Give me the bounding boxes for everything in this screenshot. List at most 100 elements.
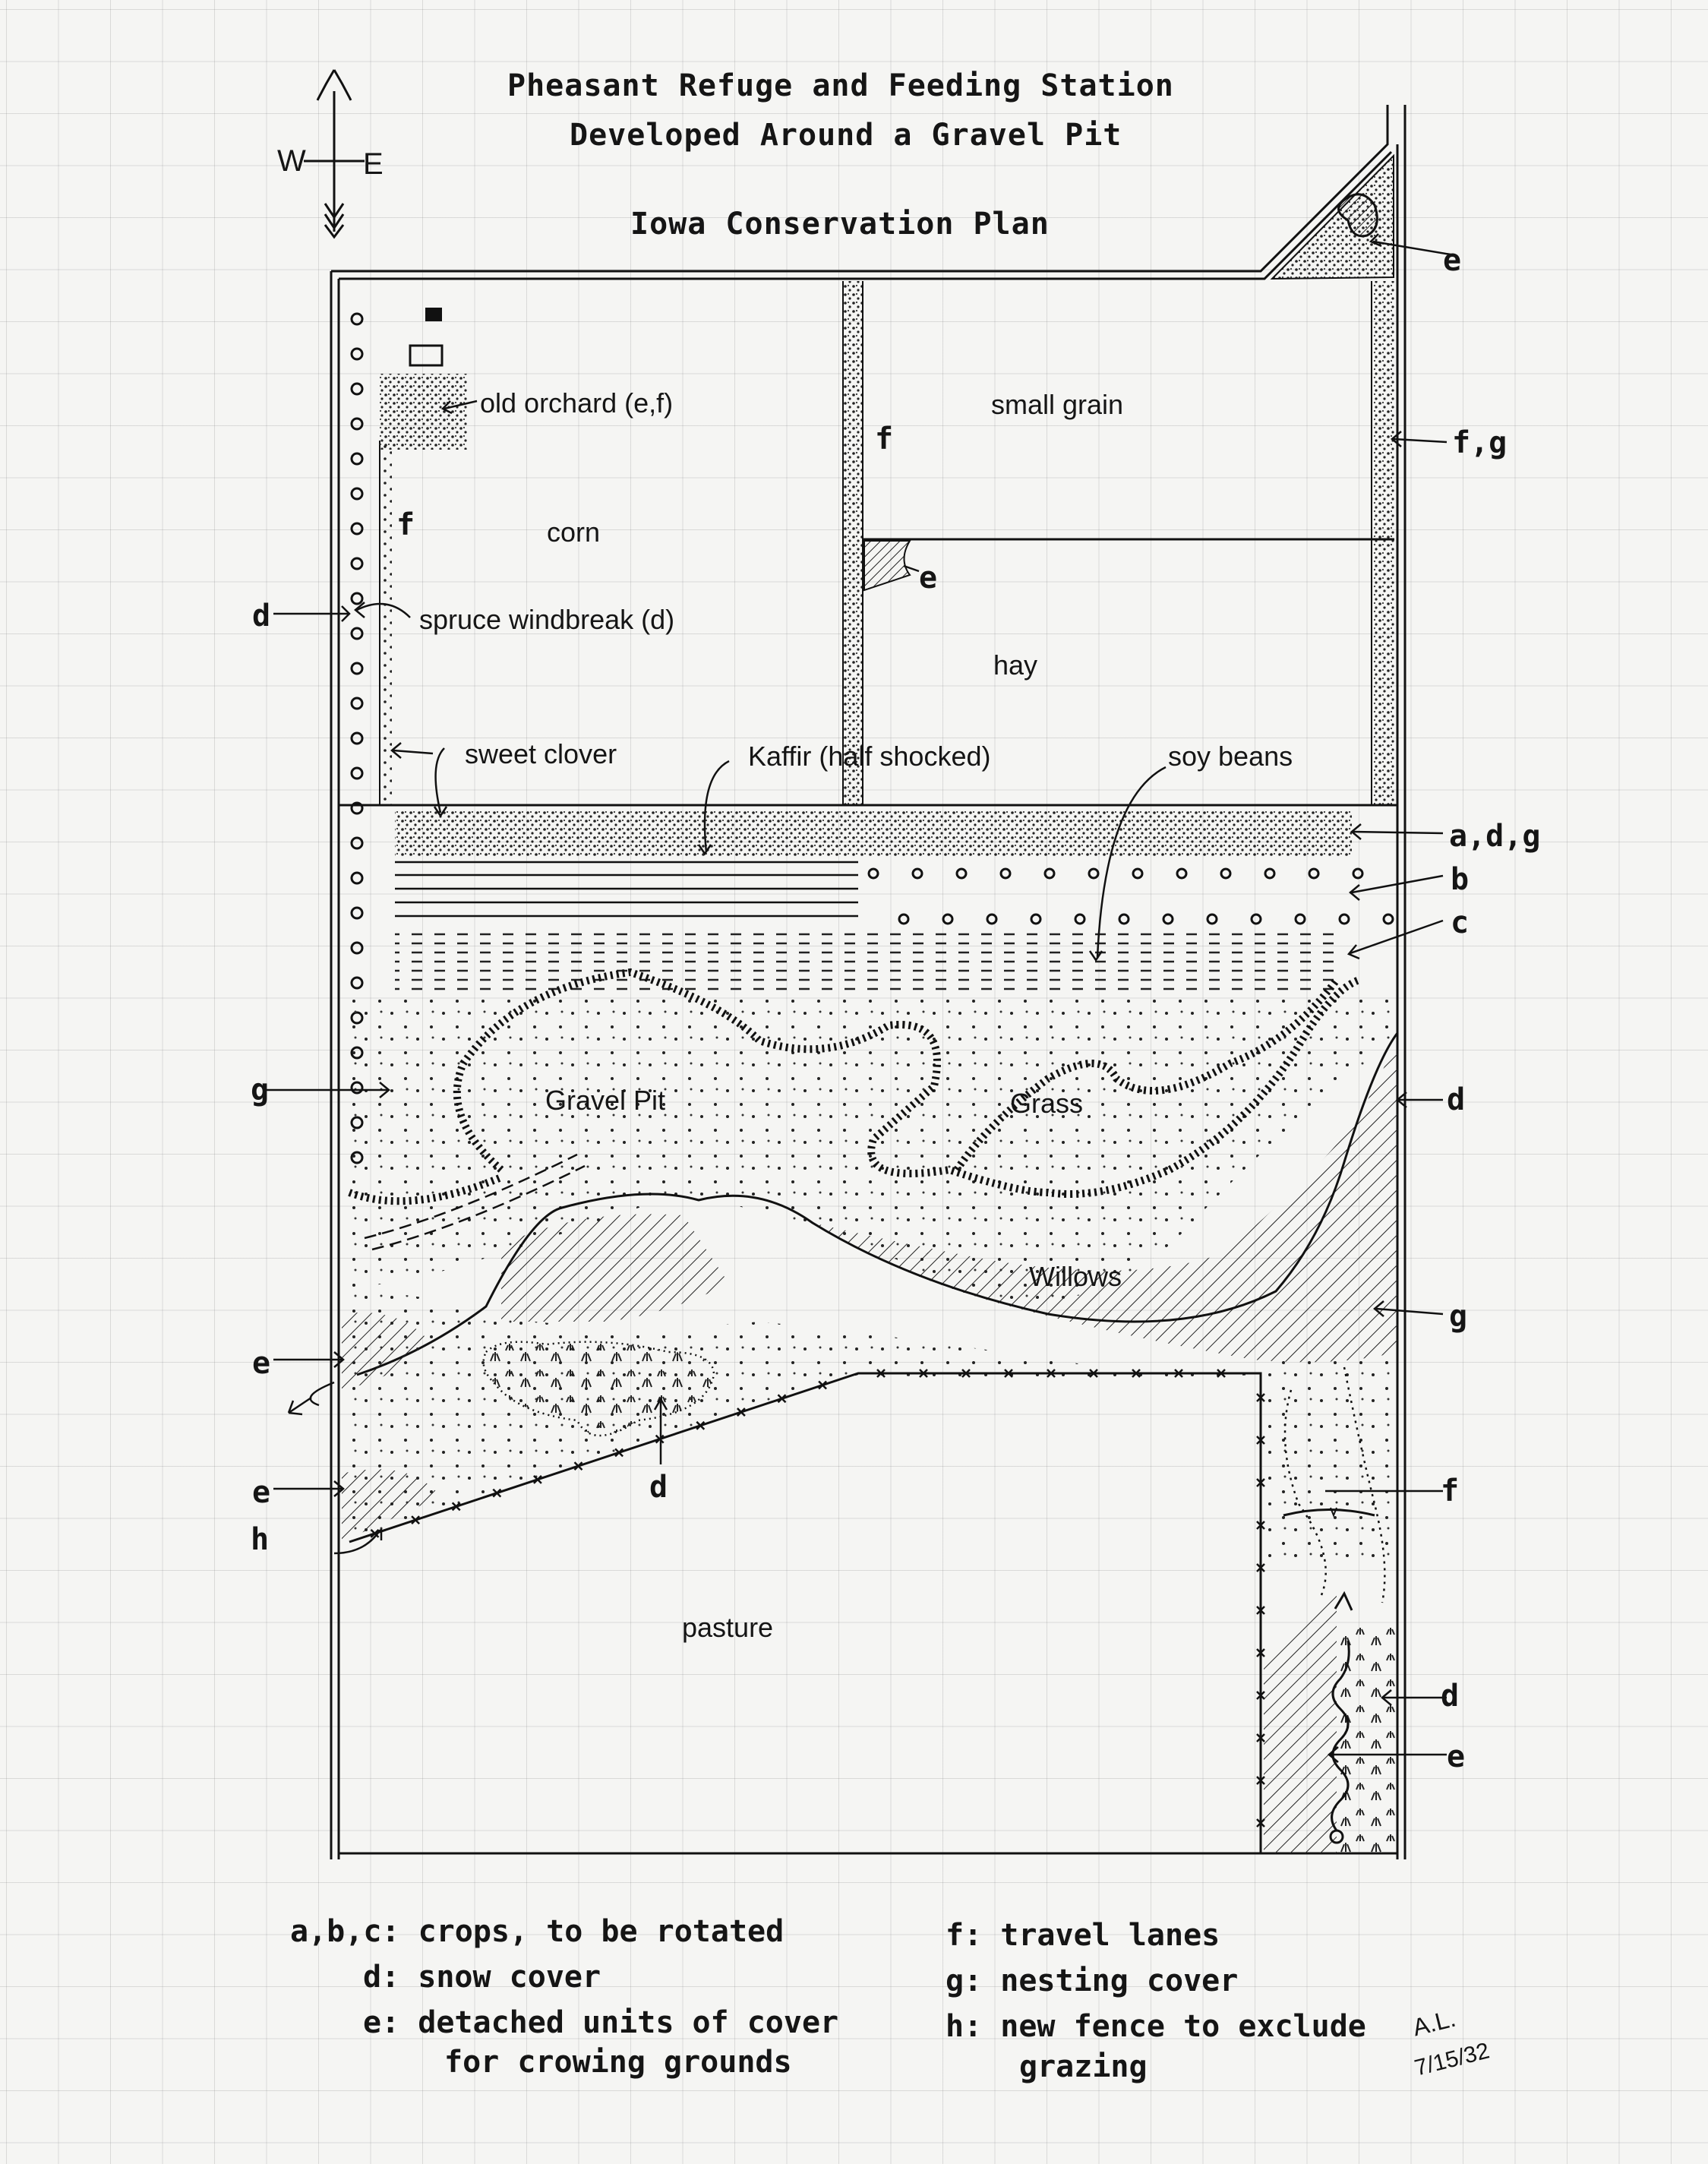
windbreak-tree — [350, 347, 364, 361]
soy-hill — [898, 913, 910, 925]
sweet-clover-strip — [395, 811, 1352, 857]
marker-f-left: f — [396, 507, 415, 542]
marker-e-corner: e — [1443, 243, 1462, 278]
lower-right-cover — [1264, 1587, 1337, 1853]
marker-fg-right: f,g — [1452, 425, 1508, 460]
soy-hill — [1264, 867, 1276, 880]
windbreak-tree — [350, 382, 364, 396]
label-kaffir: Kaffir (half shocked) — [748, 741, 991, 772]
label-hay: hay — [993, 649, 1038, 681]
marker-e-left-lower: e — [252, 1475, 271, 1510]
marker-b: b — [1451, 862, 1470, 897]
windbreak-tree — [350, 976, 364, 990]
fence-post — [573, 1461, 583, 1471]
title-line-1: Pheasant Refuge and Feeding Station — [507, 68, 1174, 103]
windbreak-tree — [350, 417, 364, 431]
fence-post — [655, 1434, 665, 1444]
title-line-3: Iowa Conservation Plan — [630, 207, 1050, 242]
label-corn: corn — [547, 517, 601, 548]
soy-hill — [1206, 913, 1218, 925]
fence-post — [1256, 1393, 1265, 1402]
fence-post — [1256, 1563, 1265, 1572]
legend-e-line2: for crowing grounds — [444, 2045, 792, 2080]
orchard-area — [380, 374, 467, 450]
compass-west-label: W — [277, 144, 306, 178]
fence-post — [492, 1488, 502, 1498]
soy-hill — [1308, 867, 1320, 880]
label-willows: Willows — [1029, 1261, 1122, 1292]
soy-hill — [1382, 913, 1394, 925]
fence-post — [1089, 1369, 1098, 1378]
marker-h: h — [251, 1522, 270, 1557]
legend-h-line2: grazing — [1019, 2049, 1148, 2084]
title-line-2: Developed Around a Gravel Pit — [570, 118, 1122, 153]
fence-post — [533, 1474, 542, 1484]
soy-hill — [1176, 867, 1188, 880]
windbreak-tree — [350, 662, 364, 675]
hay-corner-cover — [863, 540, 911, 592]
soy-hill — [867, 867, 879, 880]
soy-hill — [1043, 867, 1056, 880]
marker-c: c — [1451, 905, 1470, 940]
fence-post — [411, 1515, 420, 1525]
soy-hill — [1088, 867, 1100, 880]
legend-abc: a,b,c: crops, to be rotated — [290, 1914, 785, 1949]
marker-f-lane: f — [1441, 1474, 1460, 1508]
windbreak-tree — [350, 592, 364, 605]
fence-post — [1174, 1369, 1183, 1378]
compass-rose — [304, 69, 365, 239]
compass-east-label: E — [363, 147, 384, 181]
soy-hill — [999, 867, 1012, 880]
label-gravel-pit: Gravel Pit — [545, 1085, 666, 1116]
fence-post — [1256, 1648, 1265, 1657]
fence-post — [696, 1420, 706, 1430]
fence-post — [1047, 1369, 1056, 1378]
marker-e-left-upper: e — [252, 1346, 271, 1381]
legend-h-line1: h: new fence to exclude — [946, 2009, 1366, 2044]
fence-post — [777, 1394, 787, 1404]
windbreak-tree — [350, 557, 364, 570]
windbreak-tree — [350, 871, 364, 885]
soy-hill — [1132, 867, 1144, 880]
right-lane-strip — [1373, 281, 1394, 805]
label-spruce-windbreak: spruce windbreak (d) — [419, 604, 675, 635]
soy-hill — [1294, 913, 1306, 925]
willows-area — [813, 1041, 1397, 1363]
leader-arrows — [266, 233, 1451, 1763]
marker-e-lower-right: e — [1447, 1739, 1466, 1774]
fence-post — [451, 1502, 461, 1512]
windbreak-tree — [350, 312, 364, 326]
fence-post — [1256, 1521, 1265, 1530]
kaffir-strip — [395, 861, 858, 918]
label-grass: Grass — [1010, 1088, 1084, 1119]
fence-post — [737, 1407, 746, 1417]
soy-bean-hills — [867, 867, 1394, 925]
marker-g-left: g — [251, 1073, 270, 1107]
corner-cover-unit — [1337, 193, 1378, 238]
marker-adg: a,d,g — [1449, 819, 1541, 854]
label-small-grain: small grain — [991, 389, 1124, 420]
windbreak-tree — [350, 627, 364, 640]
travel-lane-loop — [1283, 1366, 1386, 1603]
soy-hill — [986, 913, 998, 925]
marker-d-center: d — [649, 1470, 668, 1505]
legend-f: f: travel lanes — [946, 1918, 1220, 1953]
label-soy-beans: soy beans — [1168, 741, 1293, 772]
dashed-track — [364, 1153, 578, 1240]
left-cover-unit-lower — [342, 1469, 440, 1542]
soy-hill — [1074, 913, 1086, 925]
windbreak-tree — [350, 766, 364, 780]
left-cover-unit-upper — [342, 1313, 425, 1390]
soy-hill — [911, 867, 923, 880]
windbreak-tree — [350, 941, 364, 955]
marker-d-windbreak: d — [252, 599, 271, 633]
soy-hill — [1162, 913, 1174, 925]
label-sweet-clover: sweet clover — [465, 738, 617, 769]
fence-post — [1256, 1436, 1265, 1445]
soy-hill — [1338, 913, 1350, 925]
fence-post — [919, 1369, 928, 1378]
windbreak-tree — [350, 522, 364, 535]
marker-d-lower-right: d — [1441, 1679, 1460, 1714]
